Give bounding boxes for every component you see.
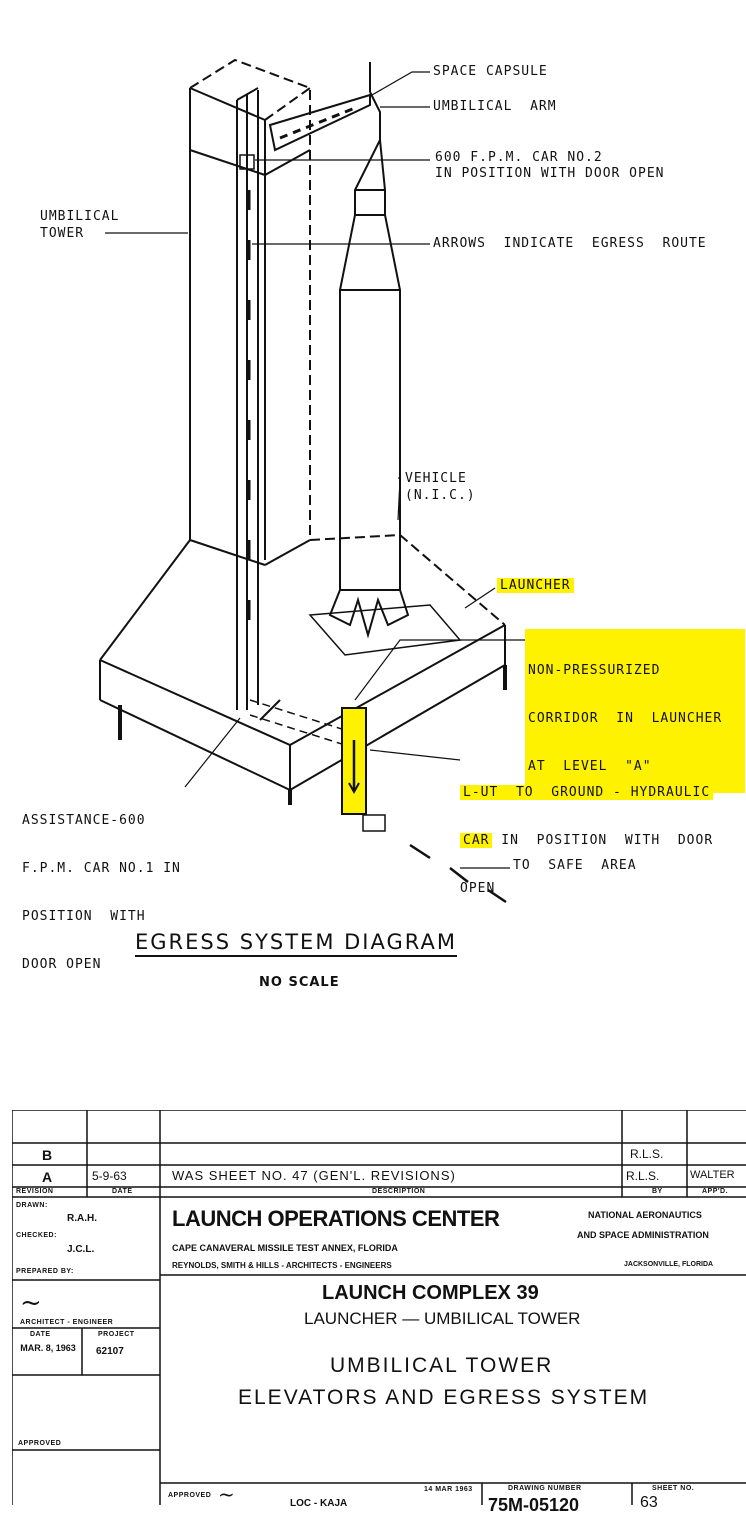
- label-umbilical-arm: UMBILICAL ARM: [433, 99, 557, 114]
- firm: REYNOLDS, SMITH & HILLS - ARCHITECTS - E…: [172, 1261, 392, 1270]
- lut-ground-hydraulic-car: [341, 707, 386, 832]
- complex-name: LAUNCH COMPLEX 39: [322, 1282, 539, 1304]
- approved-signature: ~: [218, 1482, 235, 1506]
- revision-b-by: R.L.S.: [630, 1147, 664, 1161]
- checked-by: J.C.L.: [67, 1244, 95, 1255]
- prepared-signature: ~: [20, 1288, 42, 1318]
- drawing-number: 75M-05120: [488, 1495, 580, 1515]
- org-name: LAUNCH OPERATIONS CENTER: [172, 1206, 500, 1231]
- project-value: 62107: [96, 1346, 124, 1357]
- approved-label-left: APPROVED: [18, 1440, 62, 1447]
- label-lut-line1: L-UT TO GROUND - HYDRAULIC: [460, 785, 714, 800]
- sheet-no-label: SHEET NO.: [652, 1485, 695, 1492]
- header-appd: APP'D.: [702, 1188, 729, 1195]
- scale-note: NO SCALE: [259, 975, 340, 990]
- date-value: MAR. 8, 1963: [20, 1343, 76, 1353]
- label-corridor-line1: NON-PRESSURIZED: [528, 663, 661, 678]
- label-car-no2-line1: 600 F.P.M. CAR NO.2: [435, 150, 603, 165]
- label-assist-line1: ASSISTANCE-600: [22, 813, 146, 828]
- title-block: B R.L.S. A 5-9-63 WAS SHEET NO. 47 (GEN'…: [12, 1110, 746, 1515]
- label-umbilical-tower-line2: TOWER: [40, 226, 85, 241]
- label-lut-line2a: CAR: [460, 833, 493, 848]
- complex-subtitle: LAUNCHER — UMBILICAL TOWER: [304, 1309, 581, 1328]
- nasa-line2: AND SPACE ADMINISTRATION: [577, 1230, 709, 1240]
- label-assist-line4: DOOR OPEN: [22, 957, 102, 972]
- label-launcher: LAUNCHER: [497, 578, 574, 594]
- drawn-label: DRAWN:: [16, 1202, 48, 1209]
- header-date: DATE: [112, 1188, 133, 1195]
- date-label: DATE: [30, 1331, 51, 1338]
- label-lut-line3: OPEN: [460, 881, 496, 896]
- header-description: DESCRIPTION: [372, 1188, 426, 1195]
- revision-a: A: [42, 1169, 53, 1185]
- egress-diagram-drawing: [99, 58, 525, 904]
- architect-label: ARCHITECT - ENGINEER: [20, 1319, 114, 1326]
- diagram-title: EGRESS SYSTEM DIAGRAM: [135, 930, 457, 957]
- label-safe-area: TO SAFE AREA: [513, 858, 637, 873]
- umbilical-arm: [268, 93, 371, 152]
- revision-a-appd: WALTER: [690, 1169, 735, 1181]
- revision-a-date: 5-9-63: [92, 1169, 127, 1183]
- leader-lines: [105, 71, 525, 869]
- label-assistance-car: ASSISTANCE-600 F.P.M. CAR NO.1 IN POSITI…: [22, 781, 181, 989]
- label-corridor-line3: AT LEVEL "A": [528, 759, 652, 774]
- drawn-by: R.A.H.: [67, 1213, 97, 1224]
- corridor: [249, 699, 346, 746]
- approved-date: 14 MAR 1963: [424, 1486, 473, 1493]
- elevator-shaft: [236, 87, 259, 710]
- safe-area-arrows: [409, 843, 507, 904]
- label-umbilical-tower-line1: UMBILICAL: [40, 209, 120, 224]
- label-lut-line2b: IN POSITION WITH DOOR: [492, 833, 714, 848]
- drawing-number-label: DRAWING NUMBER: [508, 1485, 582, 1492]
- label-space-capsule: SPACE CAPSULE: [433, 64, 548, 79]
- revision-a-by: R.L.S.: [626, 1169, 660, 1183]
- firm-location: JACKSONVILLE, FLORIDA: [624, 1261, 714, 1268]
- vehicle: [328, 62, 410, 639]
- sheet-no: 63: [640, 1494, 658, 1511]
- prepared-label: PREPARED BY:: [16, 1268, 74, 1275]
- label-lut-car: L-UT TO GROUND - HYDRAULIC CAR IN POSITI…: [460, 753, 714, 913]
- label-assist-line2: F.P.M. CAR NO.1 IN: [22, 861, 181, 876]
- revision-b: B: [42, 1147, 53, 1163]
- nasa-line1: NATIONAL AERONAUTICS: [588, 1210, 702, 1220]
- label-vehicle-line1: VEHICLE: [405, 471, 467, 486]
- label-corridor: NON-PRESSURIZED CORRIDOR IN LAUNCHER AT …: [525, 629, 745, 793]
- approved-label: APPROVED: [168, 1492, 212, 1499]
- project-label: PROJECT: [98, 1331, 135, 1338]
- sheet-title-line1: UMBILICAL TOWER: [330, 1354, 554, 1377]
- lower-text: LOC - KAJA: [290, 1498, 348, 1509]
- umbilical-tower: [189, 58, 311, 566]
- launcher-platform: [99, 533, 507, 805]
- header-revision: REVISION: [16, 1188, 54, 1195]
- label-vehicle-line2: (N.I.C.): [405, 488, 476, 503]
- checked-label: CHECKED:: [16, 1232, 57, 1239]
- revision-a-description: WAS SHEET NO. 47 (GEN'L. REVISIONS): [172, 1168, 456, 1183]
- label-car-no2-line2: IN POSITION WITH DOOR OPEN: [435, 166, 665, 181]
- sheet-title-line2: ELEVATORS AND EGRESS SYSTEM: [238, 1386, 650, 1409]
- label-assist-line3: POSITION WITH: [22, 909, 146, 924]
- header-by: BY: [652, 1188, 663, 1195]
- location: CAPE CANAVERAL MISSILE TEST ANNEX, FLORI…: [172, 1243, 398, 1253]
- title-block-grid: [12, 1110, 746, 1505]
- launcher-highlight: LAUNCHER: [497, 578, 574, 593]
- label-corridor-line2: CORRIDOR IN LAUNCHER: [528, 711, 723, 726]
- label-egress-route: ARROWS INDICATE EGRESS ROUTE: [433, 236, 707, 251]
